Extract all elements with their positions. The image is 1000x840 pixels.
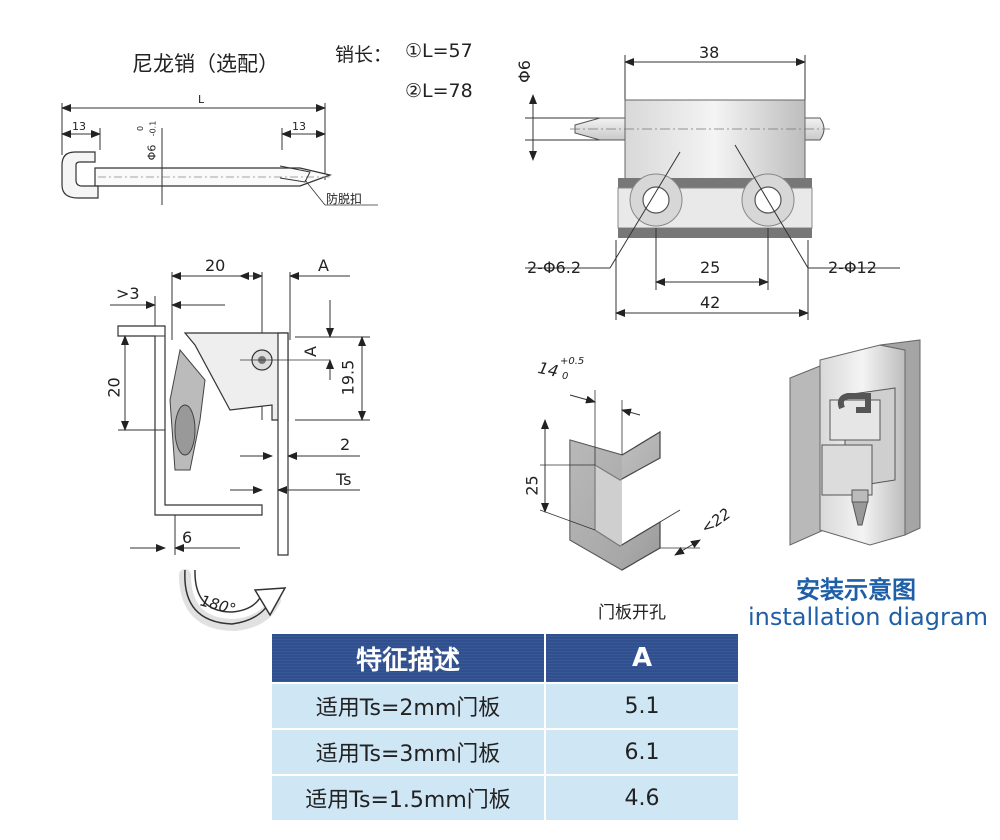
table-cell-value: 6.1 <box>544 728 740 776</box>
cutout-caption: 门板开孔 <box>598 603 666 623</box>
side-dim-gt3: >3 <box>116 284 140 303</box>
table-header-row: 特征描述 A <box>270 632 740 684</box>
pin-length-option-1: ①L=57 <box>405 40 473 62</box>
side-dim-6: 6 <box>182 528 193 547</box>
table-header-feature: 特征描述 <box>270 632 546 684</box>
spec-table: 特征描述 A 适用Ts=2mm门板 5.1 适用Ts=3mm门板 6.1 适用T… <box>270 632 740 822</box>
table-row: 适用Ts=2mm门板 5.1 <box>270 682 740 730</box>
pin-dim-right: 13 <box>292 120 306 133</box>
pin-length-option-2: ②L=78 <box>405 80 473 102</box>
front-dim-hole-small: 2-Φ6.2 <box>527 258 581 277</box>
table-cell-feature: 适用Ts=1.5mm门板 <box>270 774 546 822</box>
table-cell-feature: 适用Ts=2mm门板 <box>270 682 546 730</box>
pin-dim-left: 13 <box>72 120 86 133</box>
side-dim-20-top: 20 <box>205 256 226 275</box>
side-dim-A-side: A <box>300 346 320 357</box>
side-dim-19-5: 19.5 <box>338 359 358 396</box>
installation-title-en: installation diagram <box>748 603 988 631</box>
pin-length-label: 销长： <box>335 44 393 66</box>
hinge-side-view <box>110 272 370 632</box>
side-dim-A-top: A <box>318 256 329 275</box>
table-cell-value: 5.1 <box>544 682 740 730</box>
front-dim-38: 38 <box>699 43 720 62</box>
pin-dim-diameter: Φ6 <box>145 144 159 161</box>
cutout-dim-tol-lower: 0 <box>562 371 569 382</box>
pin-dim-L: L <box>198 93 205 106</box>
door-panel-cutout <box>539 390 701 571</box>
cutout-dim-14: 14 <box>536 358 561 381</box>
installation-illustration <box>789 339 921 546</box>
side-dim-2: 2 <box>340 435 351 454</box>
table-row: 适用Ts=3mm门板 6.1 <box>270 728 740 776</box>
pin-dim-tolerance-upper: 0 <box>136 125 146 132</box>
anti-drop-label: 防脱扣 <box>326 192 363 206</box>
front-dim-base: 42 <box>700 293 721 312</box>
pin-dim-tolerance-lower: -0.1 <box>148 120 158 137</box>
hinge-front-view <box>525 55 900 320</box>
nylon-pin-drawing <box>61 103 378 206</box>
side-dim-20-left: 20 <box>104 377 124 398</box>
table-cell-value: 4.6 <box>544 774 740 822</box>
side-dim-Ts: Ts <box>336 470 352 489</box>
cutout-dim-tol-upper: +0.5 <box>560 356 585 367</box>
installation-title-cn: 安装示意图 <box>796 576 916 604</box>
nylon-pin-title: 尼龙销（选配） <box>132 52 279 76</box>
front-dim-hole-large: 2-Φ12 <box>828 258 877 277</box>
table-header-A: A <box>544 632 740 684</box>
table-cell-feature: 适用Ts=3mm门板 <box>270 728 546 776</box>
table-row: 适用Ts=1.5mm门板 4.6 <box>270 774 740 822</box>
front-dim-dia-6: Φ6 <box>514 60 534 83</box>
cutout-dim-25: 25 <box>522 475 542 496</box>
front-dim-spacing: 25 <box>700 258 721 277</box>
